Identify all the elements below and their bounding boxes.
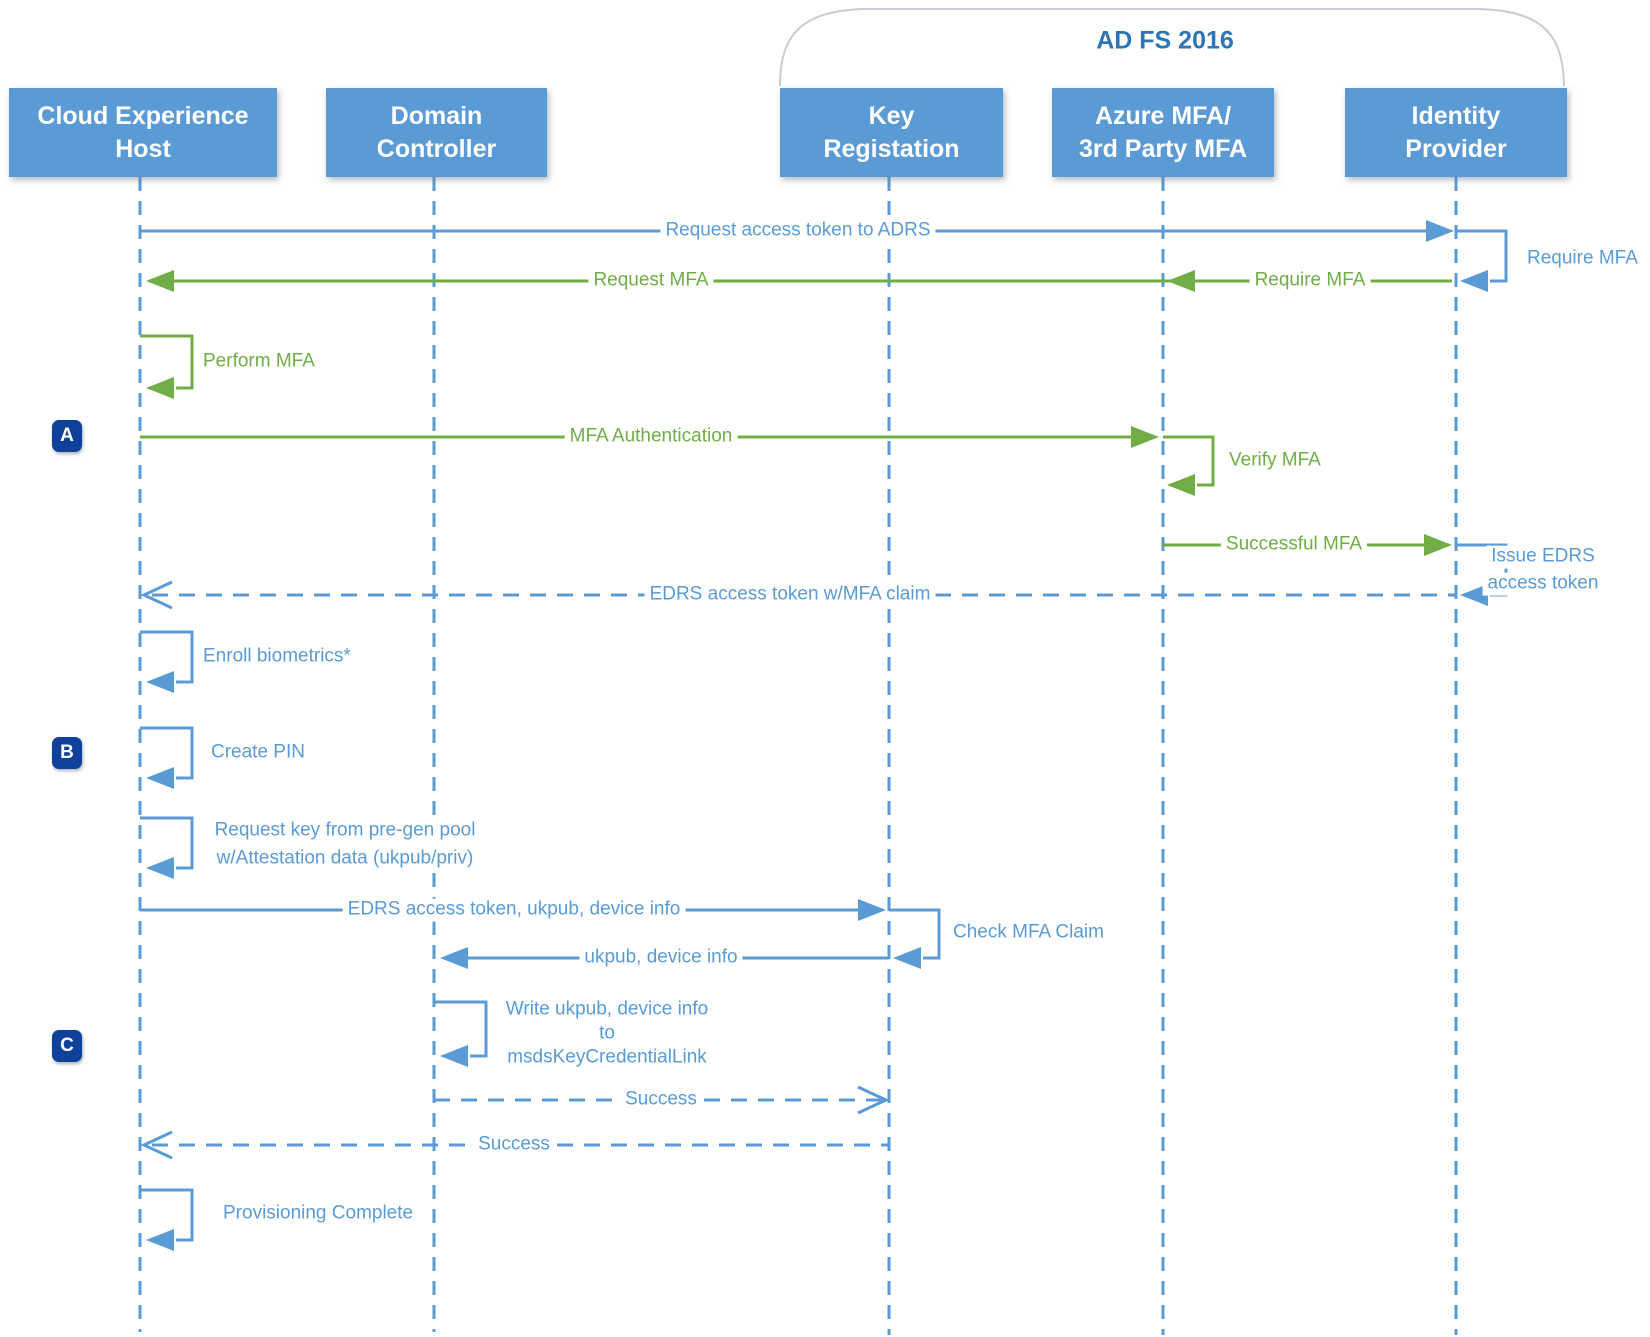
message-mfa-authentication: MFA Authentication: [564, 425, 738, 449]
message-verify-mfa: Verify MFA: [1224, 449, 1326, 473]
actor-label: Key: [868, 102, 915, 130]
arrow-check-mfa-claim: [889, 908, 941, 969]
actor-azure-mfa: Azure MFA/ 3rd Party MFA: [1052, 88, 1274, 177]
message-edrs-token-ukpub: EDRS access token, ukpub, device info: [342, 898, 686, 922]
message-create-pin: Create PIN: [206, 741, 310, 765]
message-ukpub-device-info: ukpub, device info: [579, 946, 743, 970]
actor-label: Domain: [390, 102, 483, 130]
actor-label: 3rd Party MFA: [1078, 134, 1248, 163]
actor-label: Registation: [823, 134, 960, 163]
message-require-mfa-self: Require MFA: [1522, 247, 1643, 271]
arrow-verify-mfa: [1163, 435, 1215, 496]
message-issue-edrs-line2: access token: [1482, 572, 1604, 596]
message-request-key-line1: Request key from pre-gen pool: [209, 819, 481, 843]
message-write-ukpub-line2: to: [594, 1022, 620, 1046]
actor-key-registration: Key Registation: [780, 88, 1003, 177]
step-badge-c: C: [52, 1030, 82, 1062]
message-require-mfa: Require MFA: [1249, 269, 1371, 293]
actor-label: Provider: [1405, 134, 1507, 163]
message-request-mfa: Request MFA: [588, 269, 714, 293]
actor-label: Cloud Experience: [37, 102, 249, 130]
message-enroll-biometrics: Enroll biometrics*: [198, 645, 356, 669]
actor-label: Identity: [1411, 102, 1501, 130]
arrow-write-ukpub: [434, 1000, 488, 1067]
arrow-perform-mfa: [140, 334, 194, 399]
actor-domain-controller: Domain Controller: [326, 88, 547, 177]
arrow-provisioning-complete: [140, 1188, 194, 1251]
actor-label: Controller: [376, 134, 497, 163]
message-check-mfa-claim: Check MFA Claim: [948, 921, 1109, 945]
arrow-require-request-mfa: [146, 270, 1452, 292]
actor-cloud-experience-host: Cloud Experience Host: [9, 88, 277, 177]
message-request-access-token: Request access token to ADRS: [660, 219, 936, 243]
message-provisioning-complete: Provisioning Complete: [218, 1202, 419, 1226]
message-success-ceh: Success: [473, 1133, 555, 1157]
step-badge-a: A: [52, 420, 82, 452]
actor-label: Host: [115, 134, 171, 163]
message-write-ukpub-line1: Write ukpub, device info: [500, 998, 714, 1022]
adfs-group-bracket: [779, 8, 1565, 87]
message-edrs-token-claim: EDRS access token w/MFA claim: [644, 583, 936, 607]
arrow-require-mfa-self: [1456, 229, 1508, 292]
actor-label: Azure MFA/: [1094, 102, 1232, 130]
message-request-key-line2: w/Attestation data (ukpub/priv): [211, 847, 479, 871]
arrow-success-keyreg-to-ceh: [140, 1130, 889, 1160]
message-success-dc: Success: [620, 1088, 702, 1112]
arrow-create-pin: [140, 726, 194, 789]
message-successful-mfa: Successful MFA: [1220, 533, 1368, 557]
adfs-group-label: AD FS 2016: [1096, 26, 1234, 55]
message-perform-mfa: Perform MFA: [198, 350, 320, 374]
arrow-enroll-biometrics: [140, 630, 194, 693]
message-issue-edrs-line1: Issue EDRS: [1486, 545, 1600, 569]
arrow-request-key: [140, 816, 194, 879]
message-write-ukpub-line3: msdsKeyCredentialLink: [502, 1046, 712, 1070]
step-badge-b: B: [52, 737, 82, 769]
actor-identity-provider: Identity Provider: [1345, 88, 1567, 177]
